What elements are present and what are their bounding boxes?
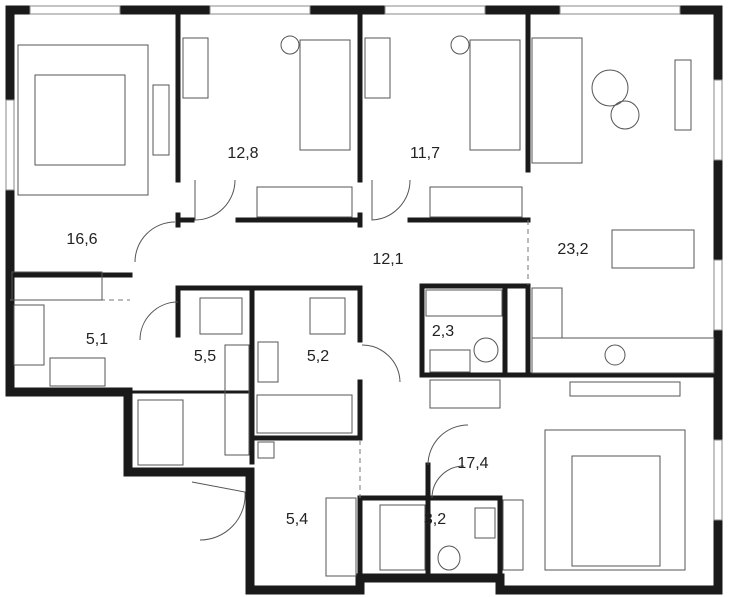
- bed-icon: [17, 44, 149, 196]
- room-labels: 16,6 12,8 11,7 12,1 23,2 5,1 5,5 5,2 2,3…: [66, 145, 588, 528]
- sofa-icon: [531, 37, 583, 164]
- room-area-master-bedroom: 17,4: [457, 455, 488, 472]
- windows: [5, 5, 723, 521]
- room-area-bathroom-2: 5,2: [307, 348, 329, 365]
- room-area-toilet: 3,2: [424, 511, 446, 528]
- room-area-living-kitchen: 23,2: [557, 241, 588, 258]
- room-area-entrance-hall: 5,4: [286, 511, 308, 528]
- room-area-wardrobe: 5,1: [86, 331, 108, 348]
- bathtub-icon: [256, 394, 353, 434]
- bed-icon: [469, 39, 521, 151]
- doors: [134, 179, 469, 541]
- interior-walls: [7, 7, 721, 581]
- room-area-laundry: 2,3: [432, 323, 454, 340]
- room-area-bedroom-1: 16,6: [66, 231, 97, 248]
- furniture: [11, 35, 715, 577]
- room-area-bedroom-2: 12,8: [227, 145, 258, 162]
- dining-table-icon: [611, 229, 695, 269]
- room-area-bathroom-1: 5,5: [194, 348, 216, 365]
- bed-icon: [544, 429, 686, 571]
- exterior-walls: [5, 5, 723, 595]
- room-area-bedroom-3: 11,7: [410, 145, 440, 162]
- room-area-hallway: 12,1: [372, 251, 403, 268]
- kitchen-counter-icon: [531, 337, 715, 374]
- room-dividers: [10, 220, 529, 498]
- bed-icon: [299, 39, 351, 151]
